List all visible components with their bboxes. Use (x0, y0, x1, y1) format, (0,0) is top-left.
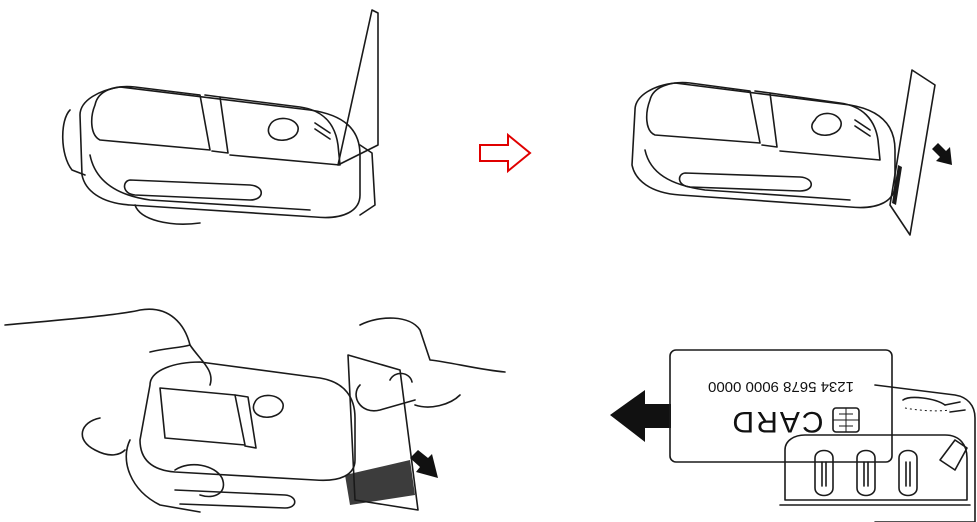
card-label-text: CARD (730, 405, 823, 438)
step-insert-card-illustration (60, 5, 390, 240)
red-outline-right-arrow-icon (478, 133, 532, 173)
step-swipe-card-illustration (620, 65, 970, 245)
step-hand-swipe-illustration (0, 300, 510, 522)
card-number-text: 1234 5678 9000 0000 (708, 378, 854, 395)
step-card-closeup-illustration: 1234 5678 9000 0000 CARD (605, 340, 977, 522)
black-arrow-icon (610, 390, 671, 442)
